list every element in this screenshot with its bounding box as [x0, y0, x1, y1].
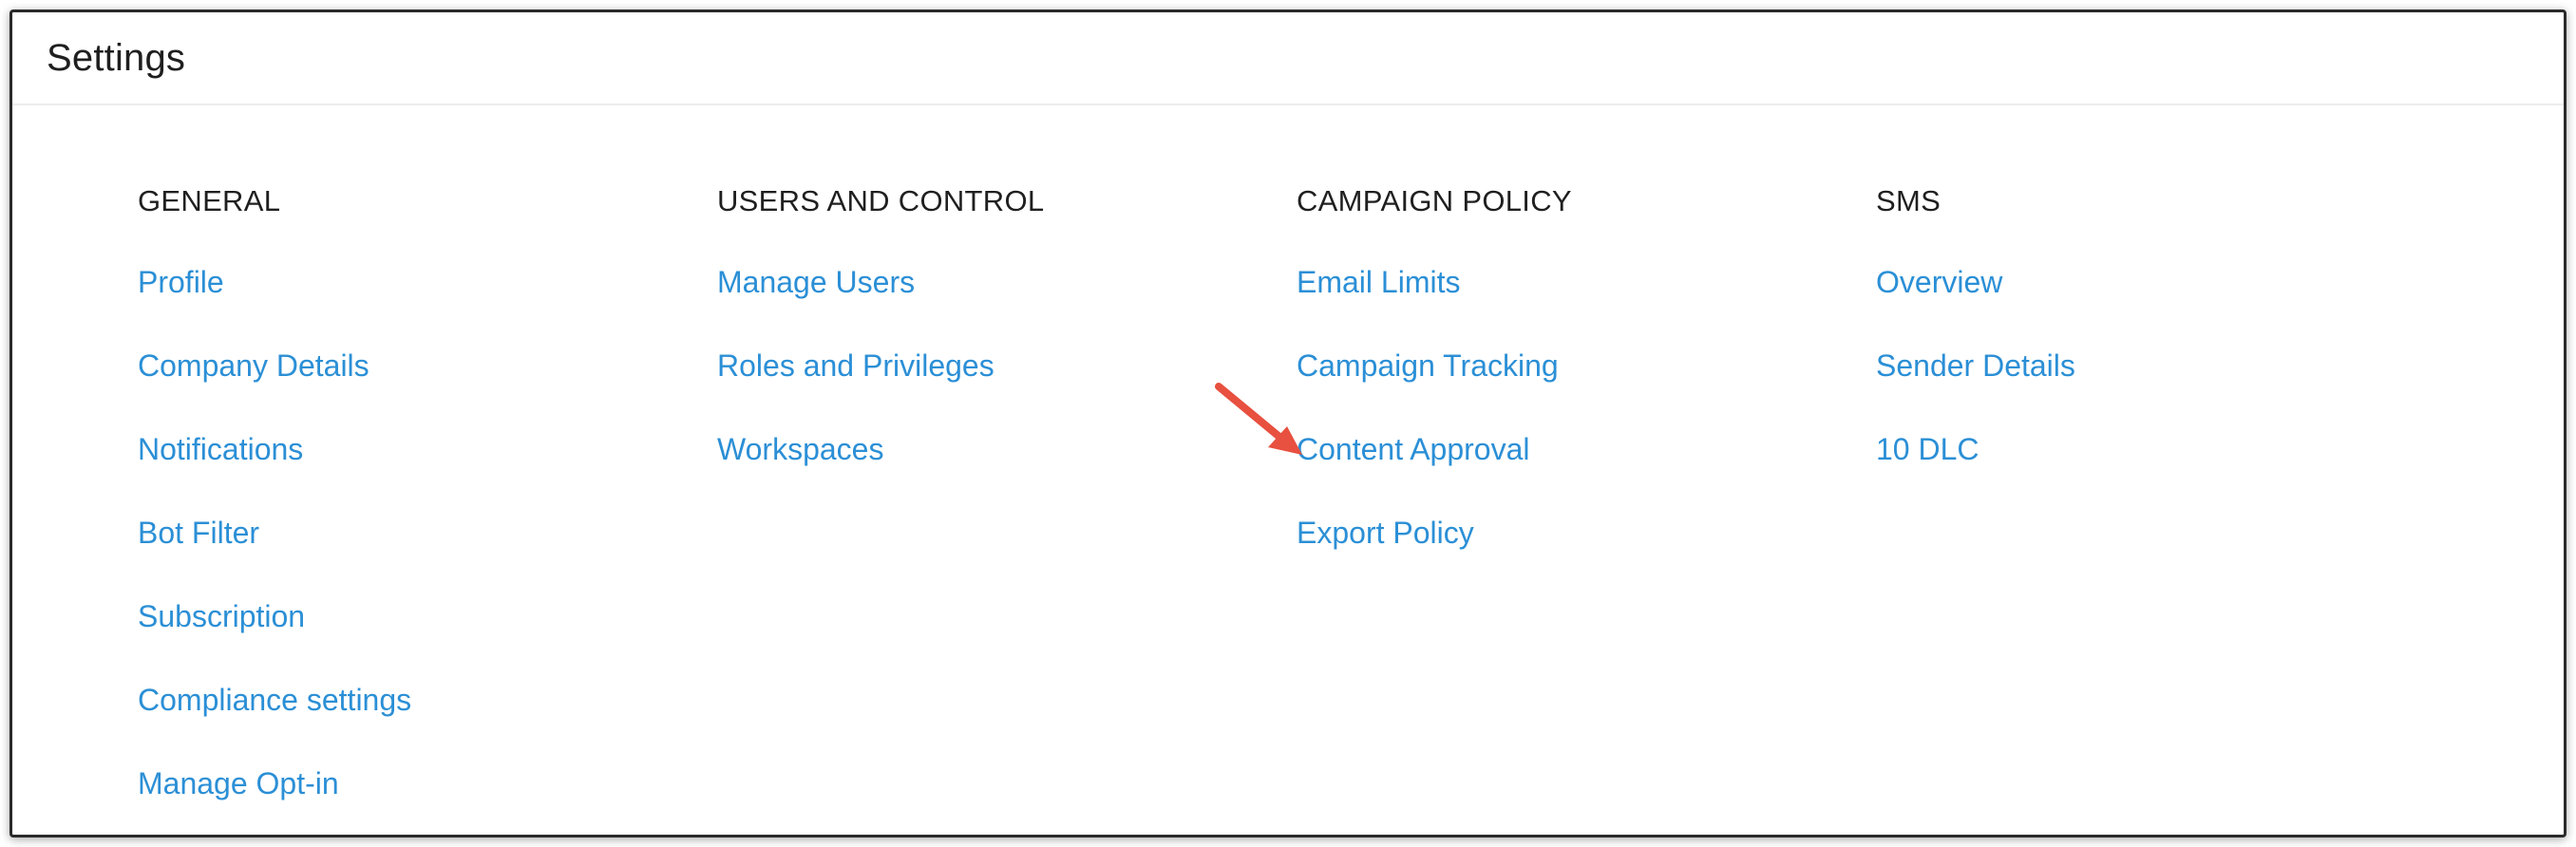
settings-header: Settings: [12, 12, 2564, 105]
section-heading-sms: SMS: [1876, 184, 1941, 217]
link-sender-details[interactable]: Sender Details: [1876, 348, 2075, 383]
section-heading-campaign-policy: CAMPAIGN POLICY: [1297, 184, 1572, 217]
list-item: Sender Details: [1876, 347, 2408, 430]
list-item: Company Details: [138, 347, 670, 430]
list-item: Campaign Tracking: [1297, 347, 1828, 430]
link-profile[interactable]: Profile: [138, 265, 224, 299]
link-roles-and-privileges[interactable]: Roles and Privileges: [717, 348, 994, 383]
settings-window: Settings GENERAL Profile Company Details…: [9, 9, 2567, 838]
link-10-dlc[interactable]: 10 DLC: [1876, 432, 1979, 466]
link-email-limits[interactable]: Email Limits: [1297, 265, 1461, 299]
list-item: Manage Opt-in: [138, 764, 670, 835]
settings-columns: GENERAL Profile Company Details Notifica…: [12, 104, 2564, 835]
list-item: Subscription: [138, 597, 670, 681]
list-item: Export Policy: [1297, 514, 1828, 597]
general-links: Profile Company Details Notifications Bo…: [138, 263, 670, 835]
link-compliance-settings[interactable]: Compliance settings: [138, 683, 412, 717]
link-manage-opt-in[interactable]: Manage Opt-in: [138, 766, 339, 800]
section-sms: SMS Overview Sender Details 10 DLC: [1876, 183, 2408, 514]
list-item: Email Limits: [1297, 263, 1828, 347]
link-overview[interactable]: Overview: [1876, 265, 2003, 299]
section-heading-general: GENERAL: [138, 184, 281, 217]
link-content-approval[interactable]: Content Approval: [1297, 432, 1530, 466]
campaign-policy-links: Email Limits Campaign Tracking Content A…: [1297, 263, 1828, 597]
list-item: Roles and Privileges: [717, 347, 1249, 430]
section-heading-users-and-control: USERS AND CONTROL: [717, 184, 1045, 217]
link-bot-filter[interactable]: Bot Filter: [138, 516, 260, 550]
list-item: Bot Filter: [138, 514, 670, 597]
section-users-and-control: USERS AND CONTROL Manage Users Roles and…: [717, 183, 1249, 514]
list-item: 10 DLC: [1876, 430, 2408, 514]
link-company-details[interactable]: Company Details: [138, 348, 369, 383]
link-export-policy[interactable]: Export Policy: [1297, 516, 1474, 550]
link-manage-users[interactable]: Manage Users: [717, 265, 916, 299]
list-item: Compliance settings: [138, 681, 670, 764]
list-item: Profile: [138, 263, 670, 347]
list-item: Workspaces: [717, 430, 1249, 514]
list-item: Manage Users: [717, 263, 1249, 347]
link-workspaces[interactable]: Workspaces: [717, 432, 884, 466]
section-general: GENERAL Profile Company Details Notifica…: [138, 183, 670, 835]
link-notifications[interactable]: Notifications: [138, 432, 304, 466]
list-item: Overview: [1876, 263, 2408, 347]
link-campaign-tracking[interactable]: Campaign Tracking: [1297, 348, 1559, 383]
sms-links: Overview Sender Details 10 DLC: [1876, 263, 2408, 514]
list-item: Content Approval: [1297, 430, 1828, 514]
list-item: Notifications: [138, 430, 670, 514]
section-campaign-policy: CAMPAIGN POLICY Email Limits Campaign Tr…: [1297, 183, 1828, 597]
users-links: Manage Users Roles and Privileges Worksp…: [717, 263, 1249, 514]
page-title: Settings: [47, 36, 186, 79]
link-subscription[interactable]: Subscription: [138, 599, 306, 633]
